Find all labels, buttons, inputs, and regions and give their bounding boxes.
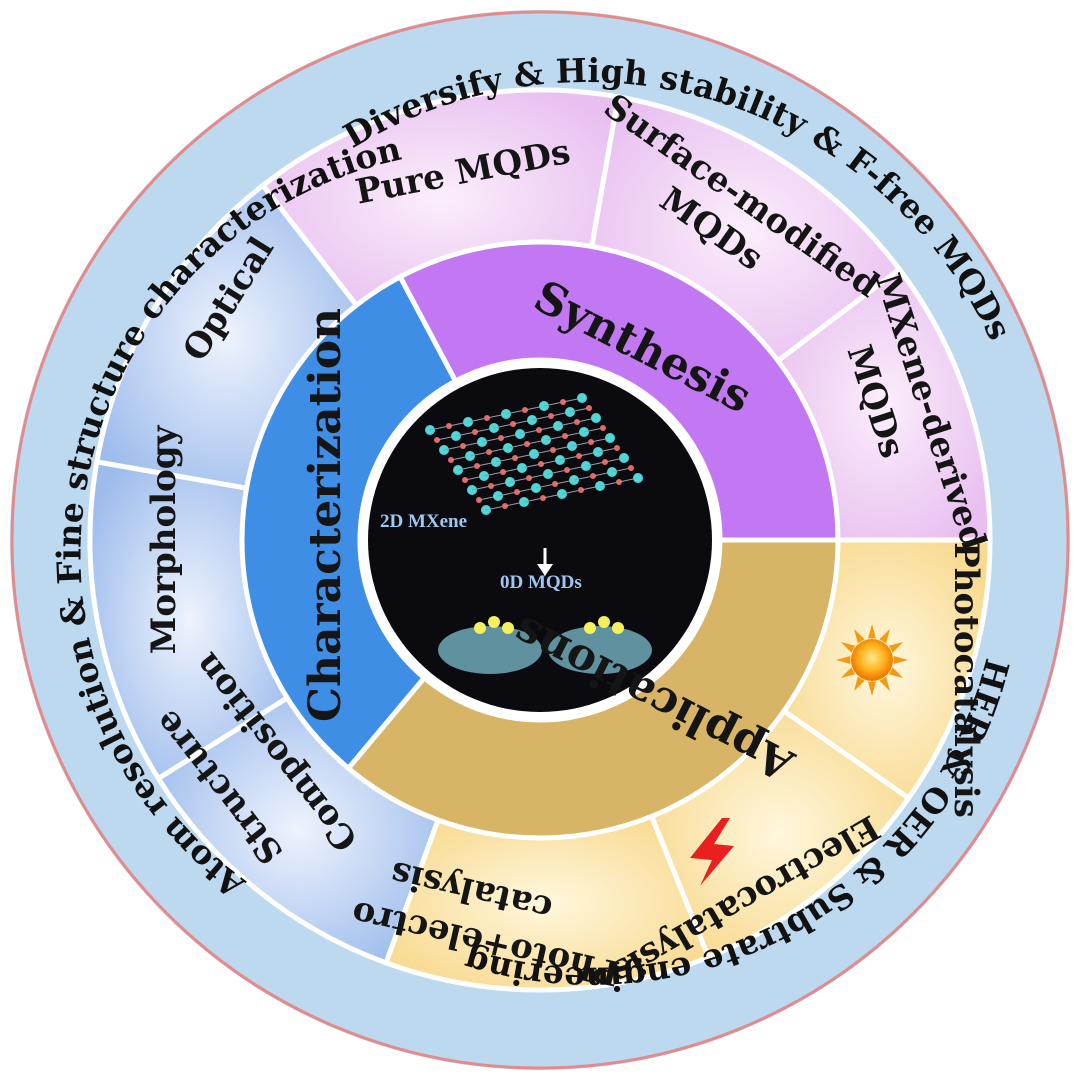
lattice-atom — [628, 465, 634, 471]
sun-ray — [840, 667, 856, 678]
sun-ray — [836, 656, 851, 664]
lattice-bond — [485, 505, 506, 511]
mqd-dot — [502, 622, 514, 634]
lattice-bond — [521, 463, 542, 469]
lattice-bond — [597, 447, 618, 453]
sun-ray — [879, 628, 890, 644]
lattice-bond — [585, 461, 606, 467]
lattice-atom — [586, 405, 592, 411]
sun-ray — [893, 656, 908, 664]
lattice-bond — [467, 417, 488, 423]
lattice-bond — [547, 469, 568, 475]
mxene-lattice-image — [425, 393, 643, 515]
lattice-bond — [559, 455, 580, 461]
lattice-bond — [505, 409, 526, 415]
lattice-bond — [561, 489, 582, 495]
photocatalysis-label: Photocatalysis — [946, 542, 986, 818]
lattice-atom — [591, 413, 601, 423]
sun-ray — [868, 624, 876, 639]
label-2d-mxene: 2D MXene — [380, 511, 467, 532]
lattice-atom — [619, 453, 629, 463]
lattice-bond — [573, 475, 594, 481]
sun-ray — [888, 642, 904, 653]
sun-core — [851, 639, 893, 681]
down-arrow-icon — [537, 548, 553, 576]
lattice-bond — [457, 465, 478, 471]
lattice-bond — [543, 401, 564, 407]
mqd-dot — [488, 616, 500, 628]
lattice-atom — [577, 393, 587, 403]
lattice-bond — [611, 467, 632, 473]
mqd-dot — [474, 622, 486, 634]
characterization-label: Characterization — [300, 308, 351, 722]
lightning-icon — [690, 818, 734, 886]
lattice-bond — [509, 477, 530, 483]
lattice-bond — [497, 491, 518, 497]
mqd-dots-image — [438, 616, 652, 674]
lattice-atom — [600, 425, 606, 431]
mqd-flake — [438, 626, 542, 674]
lattice-bond — [471, 485, 492, 491]
section-synthesis — [396, 239, 841, 543]
mqd-dot — [584, 622, 596, 634]
lattice-bond — [483, 471, 504, 477]
lattice-bond — [583, 427, 604, 433]
outer-ring-border — [10, 10, 1070, 1070]
sun-ray — [888, 667, 904, 678]
mqd-dot — [612, 622, 624, 634]
lattice-bond — [481, 437, 502, 443]
lattice-bond — [533, 449, 554, 455]
section-characterization — [239, 273, 459, 772]
lattice-bond — [569, 407, 590, 413]
sun-ray — [854, 676, 865, 692]
section-applications — [344, 537, 841, 841]
lattice-bond — [519, 429, 540, 435]
lattice-bond — [507, 443, 528, 449]
mqd-flake — [548, 626, 652, 674]
lattice-bond — [455, 431, 476, 437]
lattice-atom — [633, 473, 643, 483]
lattice-bond — [469, 451, 490, 457]
lattice-bond — [535, 483, 556, 489]
lattice-bond — [545, 435, 566, 441]
lattice-bond — [599, 481, 620, 487]
lattice-bond — [495, 457, 516, 463]
lattice-bond — [531, 415, 552, 421]
sun-ray — [868, 681, 876, 696]
sun-ray — [879, 676, 890, 692]
lattice-bond — [493, 423, 514, 429]
lattice-bond — [429, 425, 450, 431]
lattice-bond — [571, 441, 592, 447]
lattice-bond — [523, 497, 544, 503]
sun-ray — [854, 628, 865, 644]
label-0d-mqds: 0D MQDs — [500, 572, 582, 593]
lattice-atom — [614, 445, 620, 451]
lattice-atom — [605, 433, 615, 443]
sun-icon — [836, 624, 908, 696]
sun-ray — [840, 642, 856, 653]
morphology-label: Morphology — [144, 425, 184, 655]
lattice-bond — [557, 421, 578, 427]
lattice-bond — [443, 445, 464, 451]
mqd-dot — [598, 616, 610, 628]
